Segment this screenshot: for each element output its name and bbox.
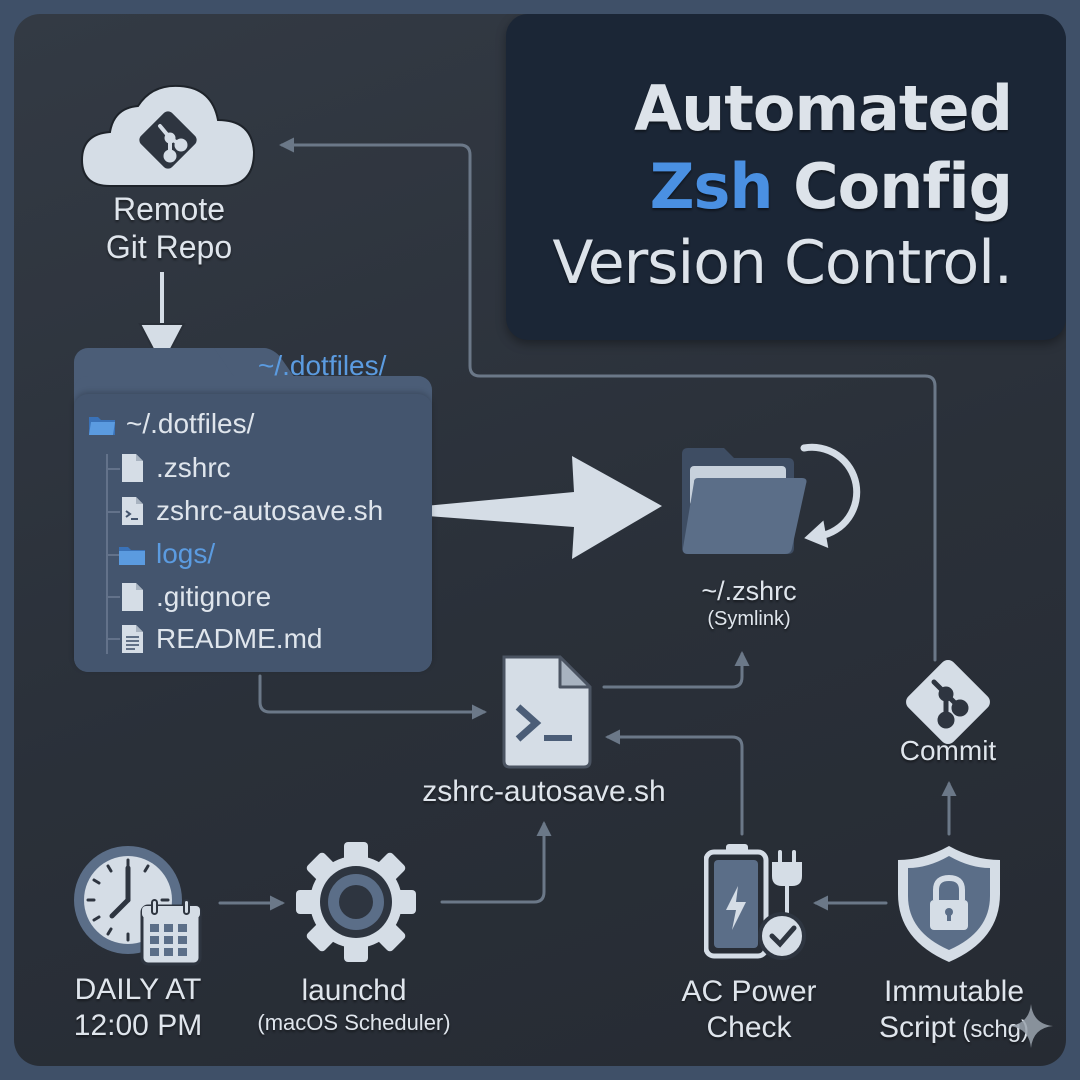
tree-tick [106, 638, 120, 640]
file-icon [122, 454, 143, 482]
commit-node [898, 652, 998, 757]
tree-item-gitignore[interactable]: .gitignore [118, 579, 271, 615]
schedule-label: DAILY AT 12:00 PM [58, 972, 218, 1044]
tree-item-label: zshrc-autosave.sh [156, 495, 384, 526]
commit-label: Commit [899, 735, 997, 766]
title-line-2-rest: Config [772, 150, 1013, 223]
shield-lock-icon [898, 846, 1000, 962]
title-line-1: Automated [634, 72, 1013, 145]
file-icon [122, 583, 143, 611]
diagram-canvas: Automated Zsh Config Version Control. Re… [14, 14, 1066, 1066]
document-icon [122, 625, 143, 653]
ac-power-label: AC Power Check [664, 974, 834, 1046]
immutable-label-suffix: (schg) [955, 1016, 1030, 1043]
folder-icon [89, 417, 115, 435]
remote-repo-node [80, 82, 256, 197]
remote-repo-label: Remote Git Repo [84, 190, 254, 266]
immutable-label-line1: Immutable [883, 975, 1025, 1008]
remote-repo-label-line2: Git Repo [105, 229, 233, 265]
title-line-2: Zsh Config [649, 150, 1013, 223]
connectors [138, 137, 957, 911]
script-node [498, 655, 594, 774]
title-accent-word: Zsh [649, 150, 774, 223]
launchd-label: launchd [301, 974, 407, 1007]
cloud-git-icon [80, 84, 256, 187]
tree-item-autosave-script[interactable]: zshrc-autosave.sh [118, 493, 383, 529]
schedule-node [72, 844, 204, 971]
flow-dotfiles-to-symlink-arrow [410, 456, 662, 559]
folder-icon [119, 547, 145, 565]
tree-item-root[interactable]: ~/.dotfiles/ [88, 406, 254, 442]
flow-remote-to-dotfiles-arrow [138, 272, 186, 369]
flow-acpower-to-script [605, 729, 744, 836]
title-line-3: Version Control. [552, 228, 1013, 298]
clock-calendar-icon [74, 846, 202, 966]
tree-item-label: .zshrc [156, 452, 231, 483]
remote-repo-label-line1: Remote [112, 191, 226, 227]
git-icon [906, 660, 990, 744]
symlink-sublabel: (Symlink) [707, 608, 791, 630]
symlink-label: ~/.zshrc [701, 576, 797, 606]
script-label: zshrc-autosave.sh [422, 775, 666, 808]
folder-tab-label: ~/.dotfiles/ [258, 350, 387, 381]
battery-plug-check-icon [703, 844, 806, 960]
flow-script-to-symlink [602, 651, 750, 689]
ac-power-node [703, 844, 808, 965]
tree-tick [106, 468, 120, 470]
tree-tick [106, 554, 120, 556]
tree-item-label: logs/ [156, 538, 216, 569]
tree-item-label: .gitignore [156, 581, 272, 612]
flow-launchd-to-script [440, 821, 552, 904]
ac-power-label-line2: Check [706, 1011, 792, 1044]
title-card: Automated Zsh Config Version Control. [506, 14, 1066, 340]
launchd-sublabel: (macOS Scheduler) [257, 1010, 451, 1035]
tree-item-label: README.md [156, 623, 323, 654]
immutable-label: Immutable Script (schg) [854, 974, 1054, 1048]
tree-item-readme[interactable]: README.md [118, 621, 322, 657]
schedule-label-line1: DAILY AT [74, 973, 202, 1006]
tree-tick [106, 596, 120, 598]
launchd-node [294, 840, 418, 969]
ac-power-label-line1: AC Power [681, 975, 817, 1008]
flow-dotfiles-to-script [258, 674, 487, 720]
terminal-file-icon [502, 655, 592, 769]
symlink-node [680, 426, 890, 571]
sparkle-icon [1009, 1004, 1053, 1048]
immutable-label-line2: Script (schg) [854, 1010, 1054, 1048]
tree-item-label: ~/.dotfiles/ [126, 408, 255, 439]
schedule-label-line2: 12:00 PM [73, 1009, 203, 1042]
folder-symlink-icon [682, 443, 861, 554]
immutable-label-script: Script [878, 1011, 956, 1044]
terminal-file-icon [122, 497, 143, 525]
immutable-node [894, 844, 1004, 969]
flow-commit-to-remote [279, 137, 937, 662]
tree-tick [106, 511, 120, 513]
tree-item-zshrc[interactable]: .zshrc [118, 450, 231, 486]
gear-icon [296, 842, 416, 962]
tree-item-logs[interactable]: logs/ [118, 536, 215, 572]
